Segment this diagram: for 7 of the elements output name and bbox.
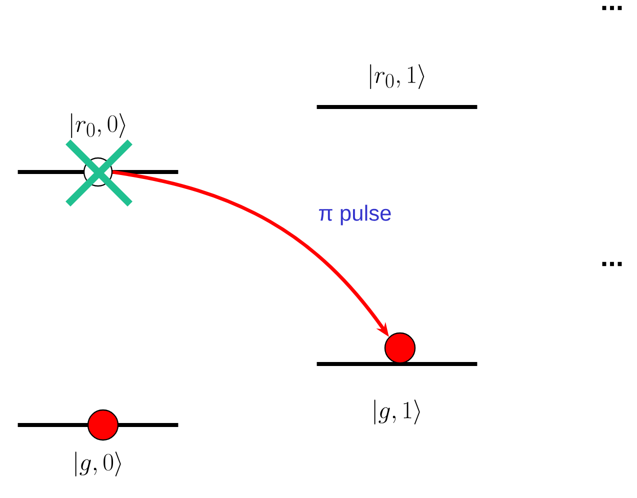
energy-level: $|r_0,1\rangle$: [316, 64, 478, 109]
dot: [384, 332, 416, 364]
dot: [87, 409, 119, 441]
ellipsis: ...: [602, 6, 622, 10]
energy-level: $|g,1\rangle$: [316, 362, 478, 424]
ellipsis: ...: [602, 262, 622, 266]
edge-label: π pulse: [319, 204, 391, 226]
